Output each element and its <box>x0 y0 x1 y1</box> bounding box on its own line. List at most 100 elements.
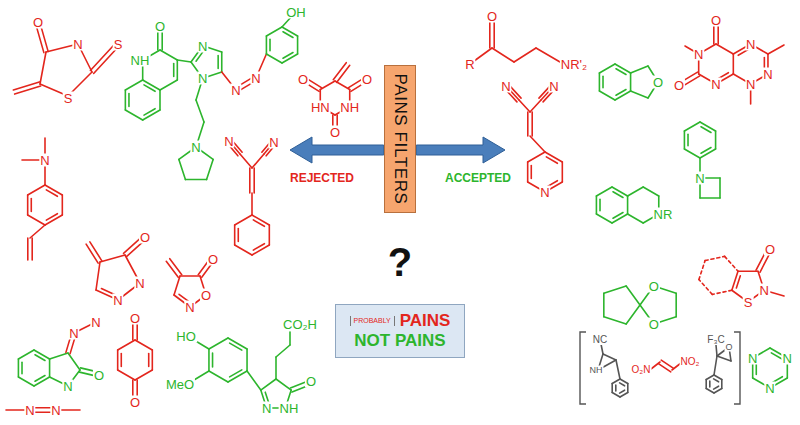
bond-line <box>611 384 613 393</box>
bond-line <box>620 390 625 393</box>
bond-line <box>701 127 711 133</box>
bond-line <box>170 259 182 275</box>
bond-line <box>514 48 536 62</box>
bond-line <box>297 36 299 54</box>
bond-line <box>27 238 29 260</box>
bond-line <box>627 196 629 214</box>
atom-label: OH <box>285 6 307 19</box>
bond-line <box>699 261 705 280</box>
bond-line <box>701 148 711 154</box>
bond-line <box>30 225 45 238</box>
atom-label: N <box>197 72 208 85</box>
bond-line <box>714 386 719 389</box>
bond-line <box>177 60 191 62</box>
bond-line <box>28 215 45 225</box>
bond-line <box>118 340 135 350</box>
bond-line <box>631 91 648 98</box>
bond-line <box>269 39 271 51</box>
bond-line <box>627 384 629 393</box>
bond-line <box>253 168 255 193</box>
bond-line <box>159 90 161 110</box>
bond-line <box>276 345 290 357</box>
bond-line <box>282 27 298 36</box>
bond-line <box>626 305 640 324</box>
bond-line <box>715 131 717 149</box>
bond-line <box>40 52 46 84</box>
atom-label: N <box>62 380 73 393</box>
bond-line <box>603 354 616 360</box>
bond-line <box>96 262 100 290</box>
bond-line <box>90 242 102 261</box>
bond-line <box>719 178 721 198</box>
atom-label: S <box>743 296 754 309</box>
bond-line <box>717 356 731 361</box>
bond-line <box>180 275 200 277</box>
bracket-line <box>580 332 586 404</box>
atom-label: N <box>90 316 101 329</box>
key-text: PAINS <box>400 311 451 331</box>
bond-line <box>713 24 715 44</box>
atom-label: N <box>693 48 704 61</box>
atom-label: O <box>329 126 341 139</box>
atom-label: N <box>710 78 721 91</box>
bond-line <box>28 185 45 195</box>
bond-line <box>35 376 45 382</box>
bond-line <box>725 256 738 271</box>
bond-line <box>135 370 152 380</box>
bond-line <box>716 345 717 356</box>
bond-line <box>209 371 228 382</box>
bond-line <box>493 18 495 48</box>
atom-label: N <box>747 352 758 365</box>
bond-line <box>684 149 700 158</box>
atom-label: S <box>113 38 124 51</box>
bond-line <box>675 293 677 317</box>
atom-label: NH <box>339 100 360 113</box>
atom-label: N <box>548 80 559 93</box>
bond-line <box>616 360 620 379</box>
bracket-line <box>734 332 740 404</box>
bond-line <box>251 193 253 215</box>
bond-line <box>283 32 293 38</box>
bond-line <box>714 389 722 394</box>
atom-label: F₃C <box>706 335 725 345</box>
bond-line <box>266 54 282 63</box>
atom-label: O <box>486 10 498 23</box>
atom-label: O <box>652 76 664 89</box>
bond-line <box>266 27 282 36</box>
text-row: NOT PAINS <box>350 331 451 351</box>
atom-label: N <box>762 68 773 81</box>
atom-label: N <box>261 402 272 415</box>
bond-line <box>34 350 50 359</box>
bond-line <box>166 261 178 277</box>
bond-line <box>616 90 626 96</box>
text-row: PROBABLYPAINS <box>350 311 451 331</box>
atom-label: O <box>93 369 105 382</box>
bond-line <box>128 94 130 107</box>
bond-line <box>46 190 57 196</box>
atom-label: N <box>24 404 35 417</box>
bond-line <box>261 379 276 390</box>
bond-line <box>86 244 98 263</box>
bond-line <box>333 63 346 80</box>
text-row: PAINS FILTERS <box>391 74 410 205</box>
bond-line <box>194 371 209 380</box>
bond-line <box>18 377 34 386</box>
atom-label: R <box>464 58 475 71</box>
bond-line <box>599 64 615 73</box>
atom-label: O <box>129 396 141 409</box>
bond-line <box>709 381 711 387</box>
bond-line <box>62 195 64 215</box>
bond-line <box>714 375 722 380</box>
bond-line <box>320 81 335 90</box>
atom-label: N <box>500 80 511 93</box>
bond-line <box>152 350 154 370</box>
bond-line <box>615 91 631 100</box>
bond-line <box>643 187 659 196</box>
bond-line <box>160 80 177 90</box>
bond-line <box>530 100 541 112</box>
atom-label: N <box>250 72 261 85</box>
bond-line <box>700 149 716 158</box>
bond-line <box>49 359 51 377</box>
atom-label: NR'₂ <box>560 58 588 71</box>
